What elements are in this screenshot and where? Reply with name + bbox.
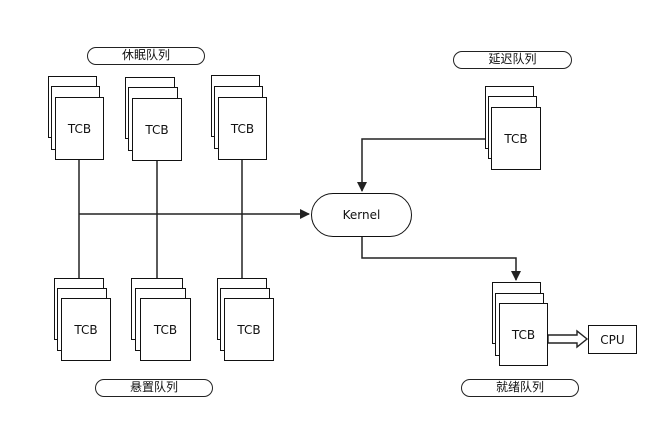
tcb-card: TCB [218, 97, 267, 160]
tcb-card: TCB [491, 107, 541, 170]
ready-queue-label: 就绪队列 [461, 379, 579, 397]
tcb-card: TCB [499, 303, 548, 366]
arrow-tcb-to-cpu [547, 329, 589, 349]
cpu-node: CPU [588, 325, 637, 354]
tcb-card: TCB [140, 298, 191, 361]
kernel-node: Kernel [311, 193, 412, 237]
arrow-delay-to-kernel [357, 138, 491, 192]
suspend-queue-label: 悬置队列 [95, 379, 213, 397]
tcb-card: TCB [224, 298, 274, 361]
tcb-card: TCB [55, 97, 104, 160]
delay-queue-label: 延迟队列 [453, 51, 572, 69]
tcb-card: TCB [132, 98, 182, 161]
arrow-kernel-to-ready [361, 237, 521, 281]
tcb-card: TCB [61, 298, 111, 361]
sleep-queue-label: 休眠队列 [87, 47, 205, 65]
